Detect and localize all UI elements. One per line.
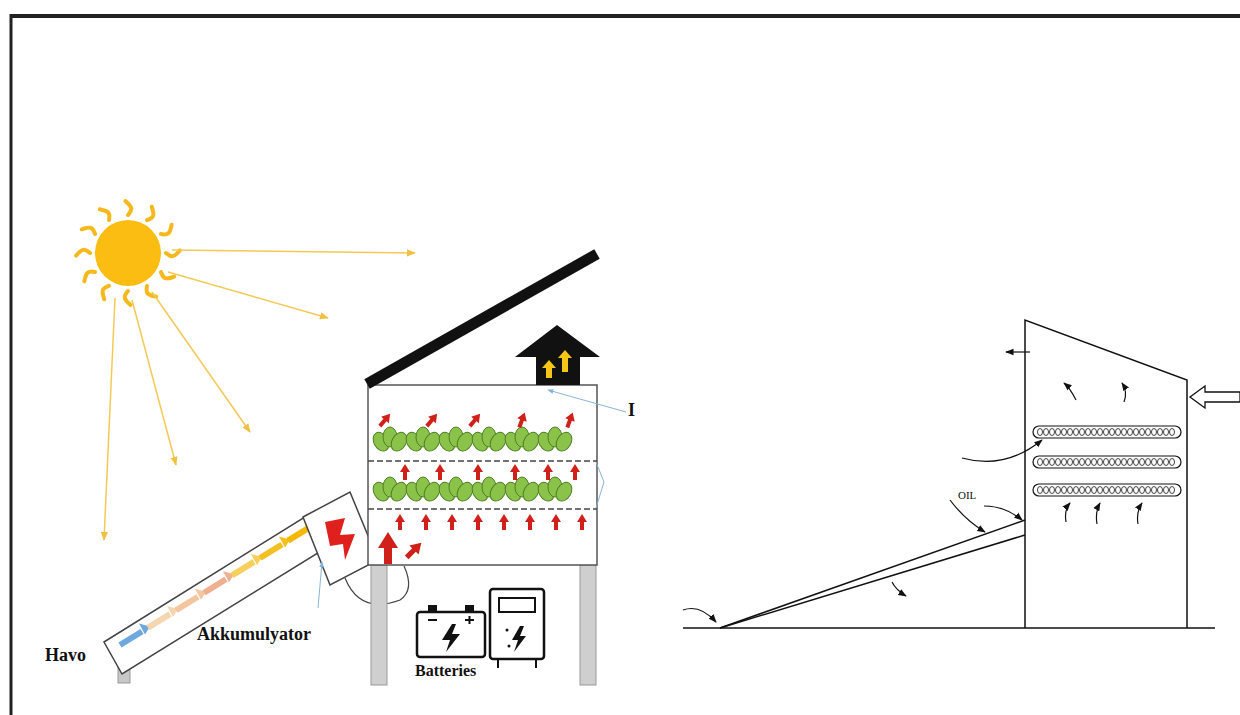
label-text: OIL	[958, 489, 976, 501]
solar-panel	[367, 254, 597, 384]
leaves	[370, 427, 575, 504]
label-text: Batteries	[415, 662, 476, 680]
controller-symbol	[490, 589, 544, 668]
label-text: Akkumulyator	[197, 625, 311, 645]
lightning-symbol	[325, 518, 355, 560]
leader-line	[596, 482, 604, 508]
label-text: I	[628, 401, 635, 421]
tray	[368, 508, 597, 510]
leader-line	[596, 462, 604, 482]
tray	[368, 460, 597, 462]
flow-arrows	[683, 352, 1142, 622]
frame-line	[10, 14, 1240, 18]
leg	[371, 565, 387, 685]
exhaust-arrows	[542, 350, 572, 378]
dryer-outline	[683, 320, 1215, 628]
drying-chamber	[368, 385, 597, 565]
chimney	[515, 325, 600, 385]
battery-symbol	[417, 605, 485, 657]
hot-air-arrows	[376, 411, 587, 564]
sun-symbol	[76, 201, 180, 305]
inlet-arrow	[1190, 386, 1240, 408]
label-text: Havo	[45, 646, 86, 666]
accumulator-box	[303, 492, 378, 585]
air-flow-arrows	[120, 519, 318, 645]
leader-line	[318, 562, 322, 608]
tray-with-product	[1033, 426, 1181, 496]
solar-collector	[104, 515, 326, 674]
leader-line	[548, 390, 626, 412]
frame-line	[10, 14, 13, 715]
leg	[580, 565, 596, 685]
